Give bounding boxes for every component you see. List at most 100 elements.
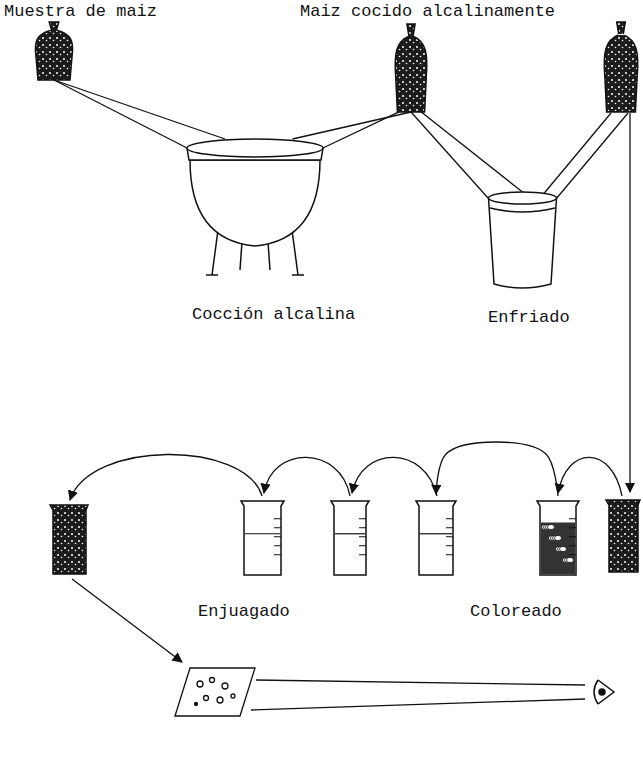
scale-tick — [569, 527, 576, 528]
funnel-line — [418, 109, 523, 192]
scale-tick — [569, 554, 576, 555]
step-caption: Muestra de maiz — [4, 2, 157, 22]
step-illustration — [241, 501, 284, 575]
step-illustration — [537, 501, 579, 575]
flow-arrow — [70, 113, 630, 662]
funnel-line — [556, 113, 628, 199]
scale-tick — [446, 518, 453, 519]
eye-symbol — [598, 680, 614, 704]
step-caption: Enjuagado — [198, 602, 290, 622]
step-illustration — [35, 22, 72, 80]
step-illustration — [489, 192, 557, 288]
scale-tick — [359, 527, 366, 528]
process-step: Enjuagado — [190, 490, 460, 625]
water-level — [245, 533, 280, 534]
kernel — [567, 557, 574, 562]
bucket-band — [490, 208, 555, 212]
flow-arrow — [264, 457, 350, 496]
sample-dish — [222, 683, 228, 689]
funnel-line — [541, 113, 611, 197]
beaker-symbol — [331, 501, 369, 575]
sample-dish — [197, 681, 203, 687]
sample-dish — [195, 703, 198, 706]
beaker-symbol — [606, 500, 640, 572]
sack-symbol — [35, 22, 72, 80]
scale-tick — [274, 554, 281, 555]
kettle-bowl — [190, 160, 320, 246]
sack-symbol — [604, 22, 638, 112]
scale-tick — [446, 536, 453, 537]
sight-line — [251, 680, 585, 710]
sack-symbol — [395, 24, 427, 112]
scale-tick — [446, 554, 453, 555]
flow-arrow — [629, 113, 630, 492]
kernel — [560, 546, 567, 551]
water-level — [335, 533, 365, 534]
process-step: Coloreado — [466, 490, 586, 625]
flow-arrow — [436, 442, 558, 496]
scale-tick — [359, 545, 366, 546]
flow-arrow — [70, 454, 262, 500]
beaker-symbol — [50, 500, 640, 574]
scale-tick — [359, 554, 366, 555]
step-illustration — [485, 190, 560, 290]
process-step: Maiz cocido alcalinamente — [300, 2, 590, 114]
kernel — [555, 535, 562, 540]
beaker-symbol — [416, 501, 456, 575]
step-illustration — [415, 500, 457, 575]
beaker-symbol — [50, 505, 88, 574]
sample-dish — [217, 697, 223, 703]
sample-dish — [210, 678, 215, 683]
sack-symbol — [604, 22, 638, 112]
sample-dish — [175, 668, 255, 716]
step-illustration — [330, 500, 370, 575]
flow-arrow — [352, 457, 437, 496]
scale-tick — [569, 536, 576, 537]
sight-line — [251, 699, 585, 710]
sample-dish — [204, 696, 209, 701]
step-illustration — [187, 139, 323, 275]
scale-tick — [446, 545, 453, 546]
step-illustration — [395, 24, 427, 112]
scale-tick — [446, 527, 453, 528]
beaker-symbol — [241, 501, 284, 575]
eye-symbol — [599, 689, 605, 695]
process-step: Cocción alcalina — [180, 130, 370, 330]
sample-dish — [175, 668, 255, 716]
funnel-line — [54, 80, 225, 139]
step-caption: Cocción alcalina — [192, 305, 355, 325]
flow-arrow — [72, 579, 182, 662]
sight-line — [256, 680, 585, 685]
step-illustration — [394, 24, 428, 112]
kernel — [548, 524, 555, 529]
scale-tick — [274, 518, 281, 519]
beaker-symbol — [537, 501, 579, 575]
step-illustration — [34, 22, 74, 80]
eye-symbol — [594, 680, 598, 704]
scale-tick — [274, 527, 281, 528]
flow-arrow — [558, 457, 622, 496]
step-caption: Enfriado — [488, 308, 570, 328]
funnel-line — [54, 80, 187, 148]
scale-tick — [359, 536, 366, 537]
step-illustration — [180, 130, 330, 280]
step-illustration — [536, 500, 580, 575]
scale-tick — [569, 545, 576, 546]
scale-tick — [359, 518, 366, 519]
bucket-rim — [489, 192, 557, 204]
bucket-body — [489, 198, 557, 288]
sack-symbol — [618, 34, 625, 35]
step-illustration — [416, 501, 456, 575]
process-step: Enfriado — [480, 190, 580, 330]
water-level — [420, 533, 452, 534]
dye-liquid — [541, 523, 575, 575]
scale-tick — [274, 545, 281, 546]
eye-symbol — [594, 680, 614, 704]
scale-tick — [274, 536, 281, 537]
step-caption: Maiz cocido alcalinamente — [300, 2, 555, 22]
process-step: Muestra de maiz — [4, 2, 179, 82]
